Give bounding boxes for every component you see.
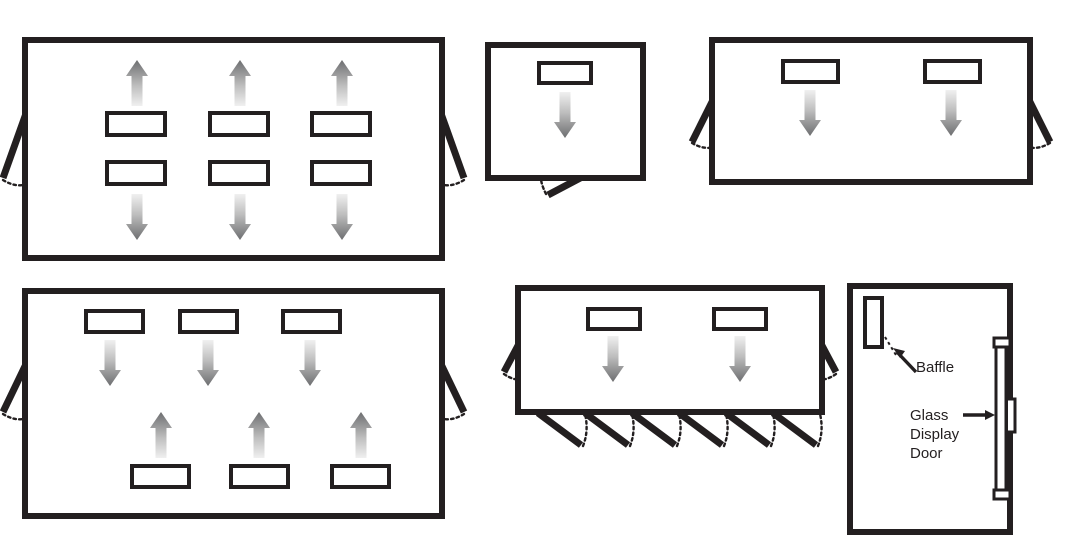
louver-group xyxy=(535,410,823,448)
case-body xyxy=(515,285,825,415)
vent-row-lower xyxy=(105,160,372,186)
panel-single-vent-case-bottom-flap xyxy=(485,42,646,199)
glass-display-door[interactable] xyxy=(992,336,1017,501)
vent-row-upper xyxy=(537,61,593,85)
panel-dual-row-vent-case-up-down-flow xyxy=(0,37,468,261)
vent-row-lower xyxy=(130,464,391,489)
case-body xyxy=(709,37,1033,185)
louver xyxy=(770,410,823,448)
door-hinge-bottom xyxy=(992,488,1012,501)
baffle-label: Baffle xyxy=(916,359,954,376)
glass-door-callout-arrow xyxy=(963,410,995,420)
door-hinge-top xyxy=(992,336,1012,349)
panel-wide-case-two-vents-downflow xyxy=(688,37,1054,185)
panel-top-supply-bottom-return-case xyxy=(0,288,468,519)
baffle-plate xyxy=(863,296,884,349)
case-body xyxy=(22,37,445,261)
panel-louvered-bottom-case xyxy=(500,285,840,448)
vent-row-upper xyxy=(84,309,342,334)
vent-row-upper xyxy=(586,307,768,331)
glass-door-label-line-3: Door xyxy=(910,445,943,462)
glass-door-label-line-2: Display xyxy=(910,426,960,443)
vent-row-upper xyxy=(781,59,982,84)
vent-row-upper xyxy=(105,111,372,137)
baffle-callout-arrow xyxy=(893,348,918,374)
panel-glass-door-case-with-baffle: Baffle Glass Display Door xyxy=(847,283,1017,535)
door-handle[interactable] xyxy=(1008,397,1017,434)
glass-door-label-line-1: Glass xyxy=(910,407,948,424)
